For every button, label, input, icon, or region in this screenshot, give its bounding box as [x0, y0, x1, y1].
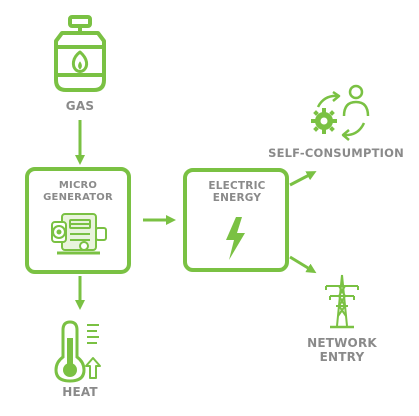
network-entry-label-line1: NETWORK — [307, 336, 377, 350]
gear-icon — [311, 108, 337, 134]
micro-generator-label: MICRO GENERATOR — [26, 180, 130, 203]
up-arrow-icon — [85, 357, 101, 379]
electric-energy-label-line2: ENERGY — [212, 192, 262, 205]
lightning-bolt-icon — [226, 217, 245, 260]
micro-generator-label-line1: MICRO — [58, 180, 98, 191]
arrow-electric-to-network — [289, 255, 317, 274]
network-entry-label: NETWORK ENTRY — [294, 336, 390, 365]
electric-energy-label: ELECTRIC ENERGY — [184, 180, 290, 204]
person-cycle-gear-icon — [311, 84, 370, 141]
power-pylon-icon — [325, 274, 359, 329]
gas-cylinder-icon — [54, 15, 106, 92]
cycle-arrows-icon — [316, 90, 366, 141]
self-consumption-label: SELF-CONSUMPTION — [268, 146, 404, 160]
gas-label: GAS — [65, 99, 95, 113]
electric-energy-label-line1: ELECTRIC — [208, 180, 266, 192]
thermometer-icon — [54, 320, 101, 383]
engine-icon — [51, 213, 107, 255]
arrow-electric-to-self-consumption — [289, 171, 317, 187]
person-icon — [342, 84, 370, 117]
network-entry-label-line2: ENTRY — [319, 349, 365, 364]
micro-generator-label-line2: GENERATOR — [43, 191, 113, 203]
heat-label: HEAT — [62, 385, 98, 399]
